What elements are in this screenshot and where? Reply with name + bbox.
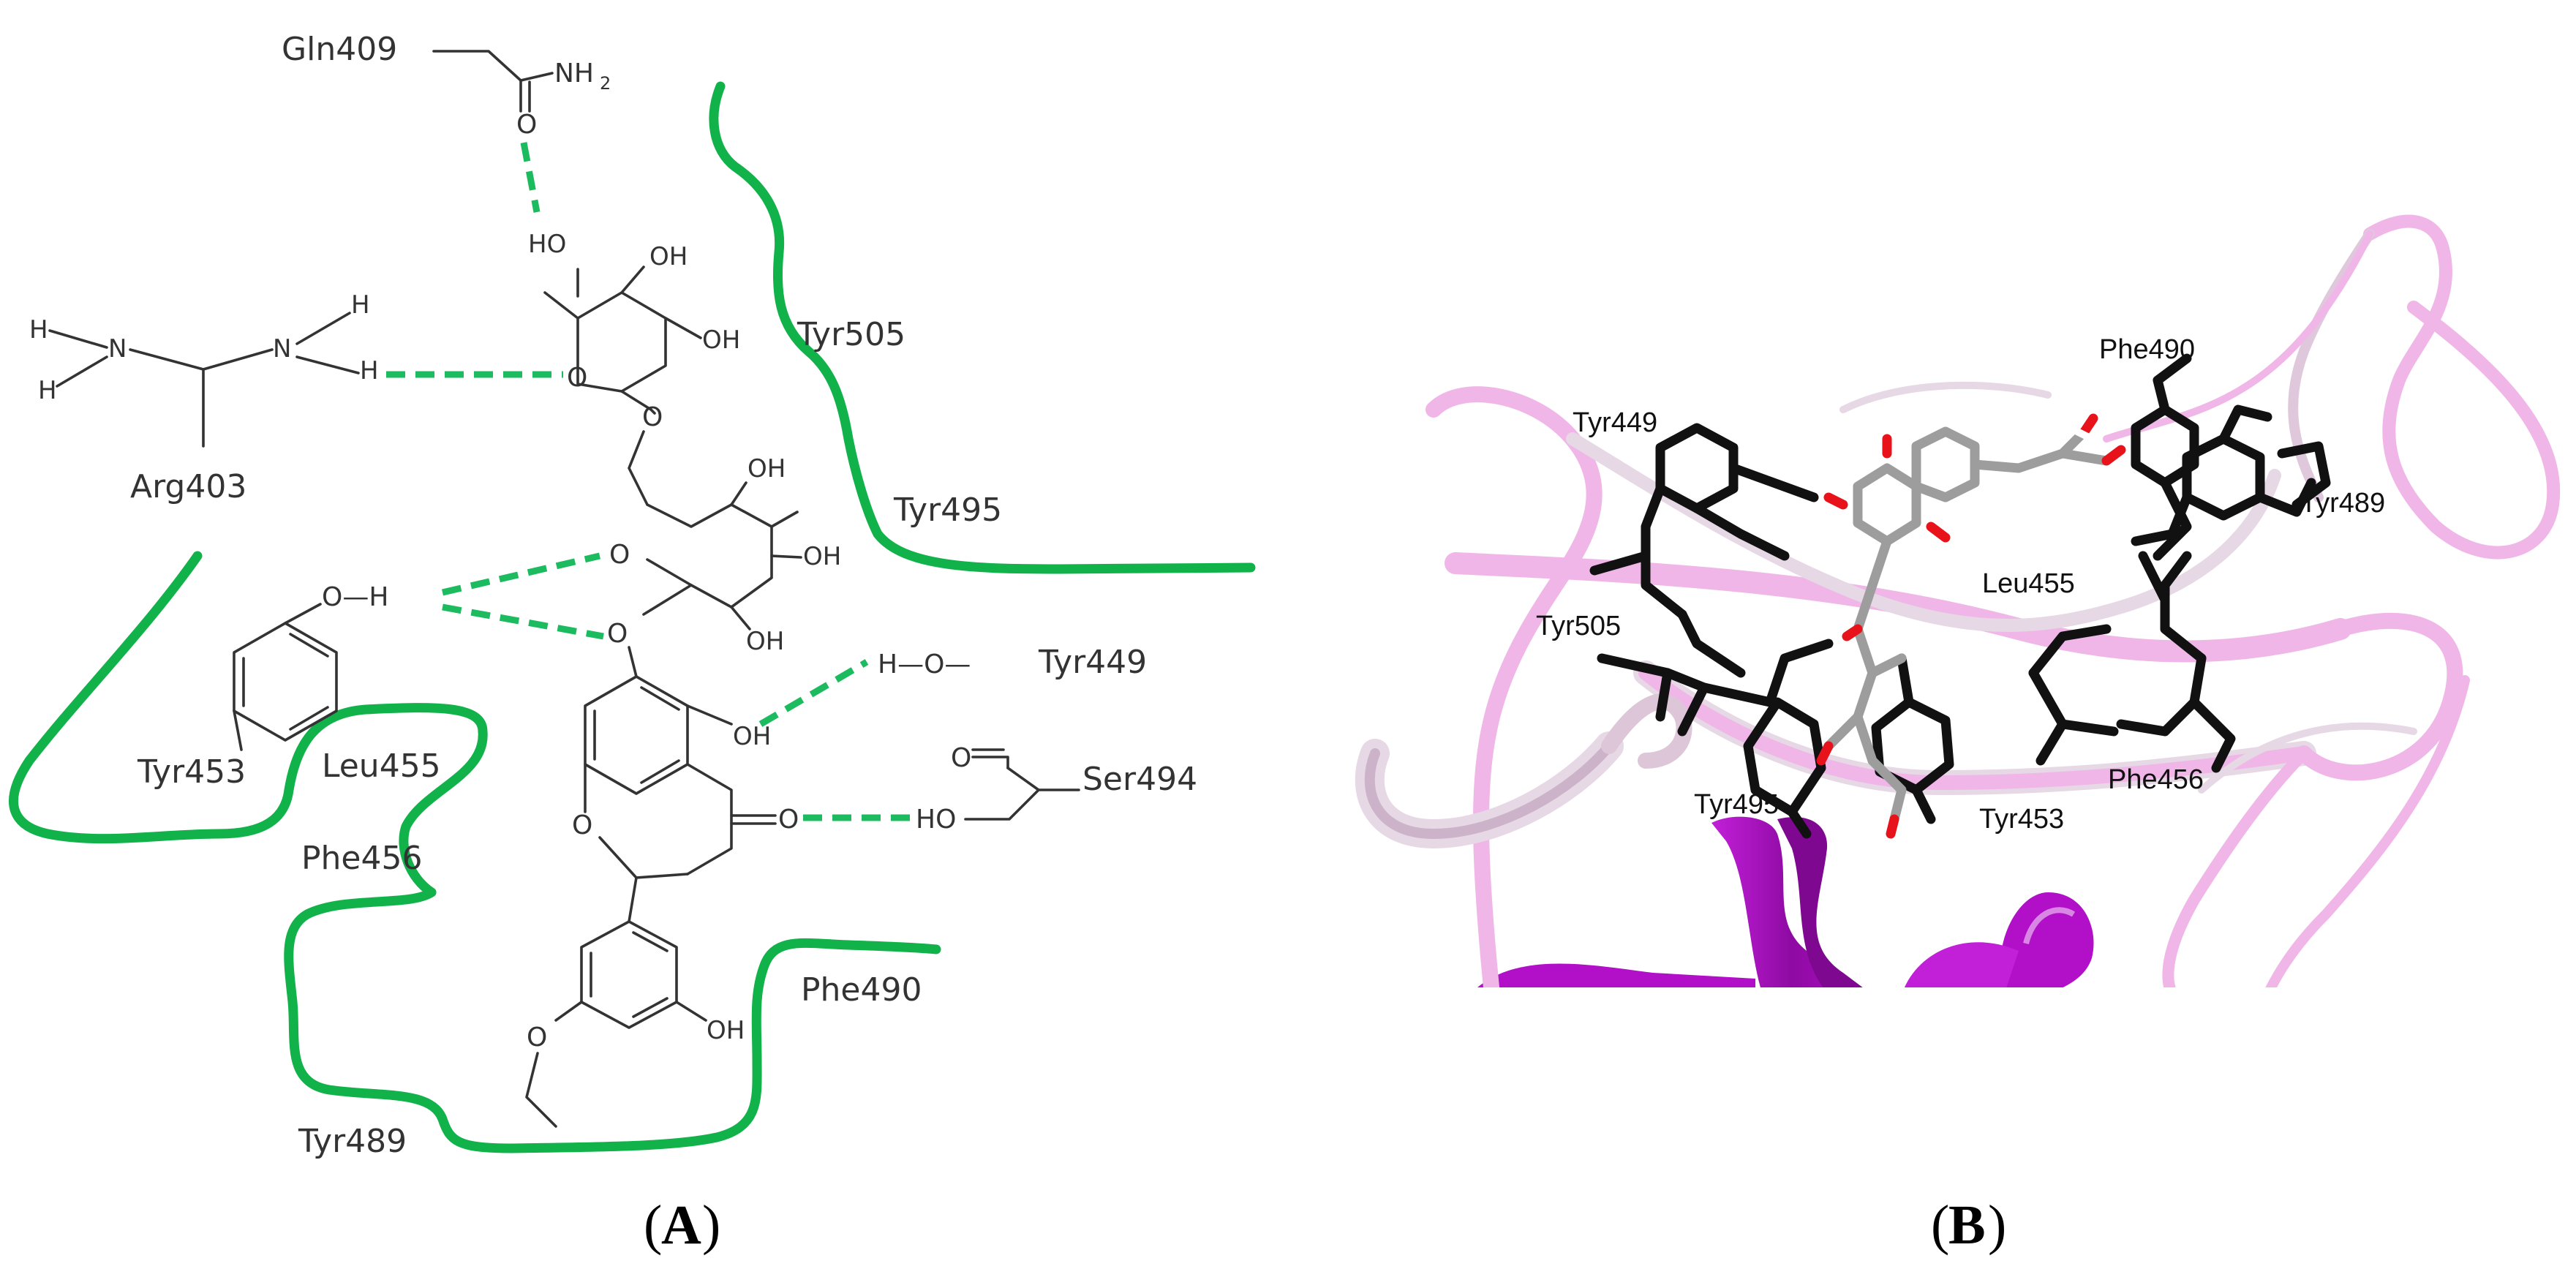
panel-a: Gln409 Arg403 Tyr505 Tyr495 Tyr449 Tyr45… xyxy=(8,31,1256,1256)
ligand-sugar-1: HO OH OH O O xyxy=(528,230,740,506)
ligand-b-ring: OH O xyxy=(525,920,745,1128)
svg-text:(: ( xyxy=(1931,1194,1949,1256)
svg-text:OH: OH xyxy=(746,627,784,656)
protein-helix xyxy=(1477,816,2094,987)
arg403-sidechain: H H N N H H xyxy=(29,290,379,448)
svg-text:O—H: O—H xyxy=(322,582,388,612)
label-3d-tyr495: Tyr495 xyxy=(1694,789,1779,820)
svg-text:H—O—: H—O— xyxy=(878,649,971,679)
svg-text:OH: OH xyxy=(747,454,786,483)
hbond-tyr453-b xyxy=(442,603,604,640)
svg-text:O: O xyxy=(951,743,971,773)
svg-text:OH: OH xyxy=(702,325,740,355)
residue-label-arg403: Arg403 xyxy=(130,468,246,505)
ligand-flavanone: OH O O xyxy=(572,675,799,923)
svg-text:NH: NH xyxy=(554,59,594,89)
ser494-sidechain: O HO xyxy=(916,743,1080,835)
pocket-outline-left xyxy=(8,551,488,897)
svg-text:N: N xyxy=(273,334,291,364)
svg-text:O: O xyxy=(516,110,537,140)
svg-text:OH: OH xyxy=(707,1016,745,1045)
svg-text:HO: HO xyxy=(916,805,956,835)
panel-b-label: B xyxy=(1948,1194,1986,1256)
svg-text:H: H xyxy=(360,356,379,385)
svg-text:2: 2 xyxy=(600,73,611,94)
svg-text:): ) xyxy=(1988,1194,2006,1256)
hbond-tyr449 xyxy=(758,659,869,727)
svg-text:(: ( xyxy=(644,1194,662,1256)
tyr453-sidechain: O—H xyxy=(233,582,388,751)
label-3d-tyr449: Tyr449 xyxy=(1573,407,1657,438)
hbond-gln409 xyxy=(520,142,541,213)
svg-text:H: H xyxy=(351,290,370,320)
svg-text:OH: OH xyxy=(649,242,688,271)
label-3d-tyr505: Tyr505 xyxy=(1536,611,1621,641)
svg-text:H: H xyxy=(29,315,48,344)
svg-text:O: O xyxy=(609,540,630,570)
pocket-outline-bottom xyxy=(284,887,941,1153)
protein-ribbon xyxy=(1355,214,2561,987)
label-3d-tyr489: Tyr489 xyxy=(2300,488,2385,519)
residue-label-ser494: Ser494 xyxy=(1082,761,1197,798)
label-3d-tyr453: Tyr453 xyxy=(1979,804,2064,835)
panel-a-label: A xyxy=(661,1194,701,1256)
label-3d-phe490: Phe490 xyxy=(2099,334,2195,365)
residue-label-tyr489: Tyr489 xyxy=(298,1123,407,1160)
residue-sticks xyxy=(1589,353,2331,839)
svg-text:O: O xyxy=(567,363,587,393)
ligand-sugar-2: OH OH OH O O xyxy=(607,454,841,678)
svg-text:N: N xyxy=(108,334,127,364)
hbond-tyr453-a xyxy=(441,552,601,596)
tyr449-hydroxyl: H—O— xyxy=(878,649,971,679)
panel-b: Phe490 Tyr449 Tyr489 Leu455 Tyr505 Phe45… xyxy=(1355,214,2561,1256)
svg-text:): ) xyxy=(702,1194,720,1256)
svg-text:H: H xyxy=(38,376,57,405)
label-3d-leu455: Leu455 xyxy=(1982,568,2075,599)
residue-label-phe456: Phe456 xyxy=(301,840,422,877)
pocket-outline-top-right xyxy=(709,81,1256,574)
residue-label-gln409: Gln409 xyxy=(282,31,397,68)
ligand-sticks xyxy=(1816,413,2126,839)
svg-text:O: O xyxy=(642,402,663,432)
svg-text:O: O xyxy=(607,619,628,649)
residue-label-phe490: Phe490 xyxy=(801,971,922,1009)
svg-text:OH: OH xyxy=(803,542,841,571)
residue-label-tyr495: Tyr495 xyxy=(893,492,1002,529)
svg-text:OH: OH xyxy=(733,722,771,751)
svg-text:O: O xyxy=(572,810,592,840)
residue-label-tyr449: Tyr449 xyxy=(1038,644,1147,681)
residue-label-tyr453: Tyr453 xyxy=(137,753,246,791)
svg-text:HO: HO xyxy=(528,230,566,259)
gln409-sidechain: NH 2 O xyxy=(432,50,611,140)
residue-label-tyr505: Tyr505 xyxy=(796,316,905,353)
svg-text:O: O xyxy=(778,805,799,835)
residue-label-leu455: Leu455 xyxy=(322,748,441,785)
svg-text:O: O xyxy=(527,1023,547,1053)
label-3d-phe456: Phe456 xyxy=(2108,764,2204,795)
